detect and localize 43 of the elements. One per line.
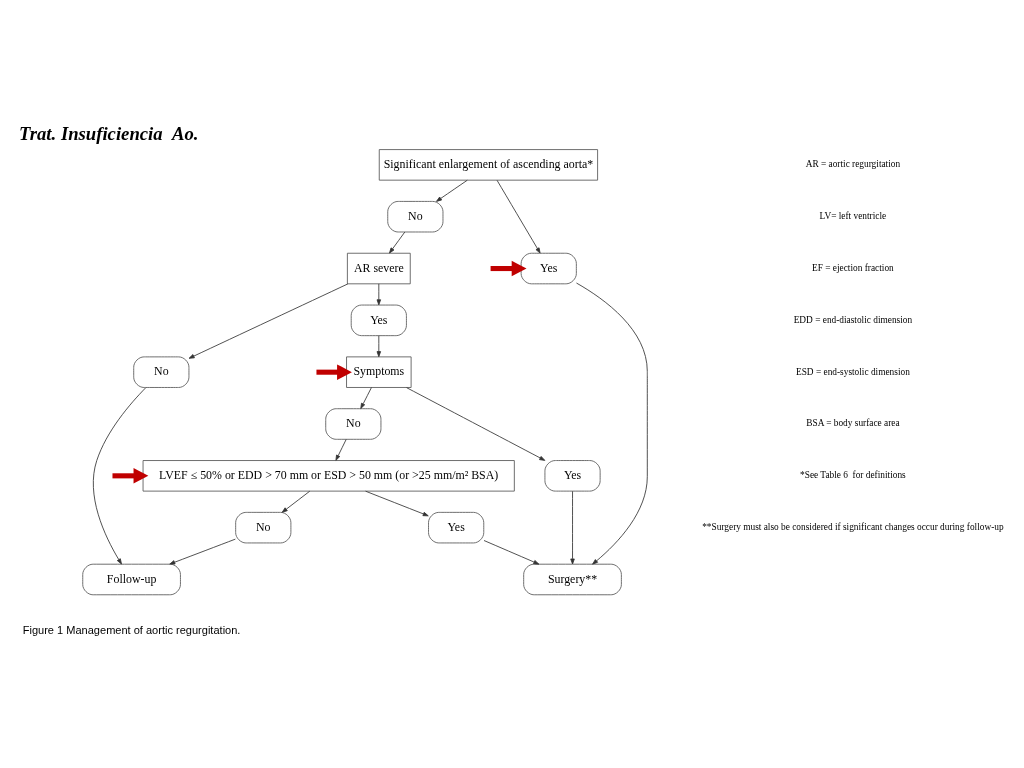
caption: Figure 1 Management of aortic regurgitation. [22, 623, 241, 636]
arrow [406, 386, 546, 461]
label: ESD = end-systolic dimension [795, 366, 910, 377]
arrow [335, 438, 347, 461]
arrow [389, 231, 406, 253]
label: **Surgery must also be considered if significant changes occur during follow-up [702, 521, 1004, 532]
node-box: Surgery** [523, 563, 622, 595]
diagram-title: Trat. Insuficiencia Ao. [19, 122, 199, 144]
arrow [112, 467, 149, 484]
node-box: No [235, 511, 292, 543]
arrow [483, 539, 540, 565]
label: BSA = body surface area [806, 417, 900, 428]
arrow [576, 282, 648, 565]
node-box: Symptoms [346, 355, 412, 388]
arrow [436, 179, 468, 202]
node-box: No [133, 355, 190, 388]
node-box: LVEF ≤ 50% or EDD > 70 mm or ESD > 50 mm (or >25 mm/m² BSA) [142, 459, 515, 492]
arrow [376, 282, 382, 305]
node-box: Yes [520, 252, 577, 284]
arrow [490, 260, 527, 276]
arrow [281, 490, 311, 513]
label: LV= left ventricle [819, 210, 887, 221]
label: *See Table 6 for definitions [800, 469, 906, 480]
arrow [316, 363, 352, 380]
label: EF = ejection fraction [812, 262, 894, 273]
node-box: Significant enlargement of ascending aorta* [378, 148, 599, 181]
arrow [496, 179, 541, 254]
node-box: Yes [544, 459, 601, 492]
arrow [376, 334, 382, 357]
arrow [365, 490, 429, 516]
arrow [188, 282, 349, 359]
node-box: No [387, 200, 444, 232]
node-box: AR severe [346, 252, 411, 284]
arrow [570, 490, 575, 564]
arrow [169, 538, 236, 565]
node-box: Yes [350, 304, 407, 336]
node-box: No [325, 407, 382, 440]
node-box: Yes [428, 511, 485, 543]
label: EDD = end-diastolic dimension [793, 314, 913, 325]
node-box: Follow-up [82, 563, 181, 595]
arrow [92, 386, 147, 564]
label: AR = aortic regurgitation [805, 158, 901, 169]
arrow [360, 386, 372, 409]
